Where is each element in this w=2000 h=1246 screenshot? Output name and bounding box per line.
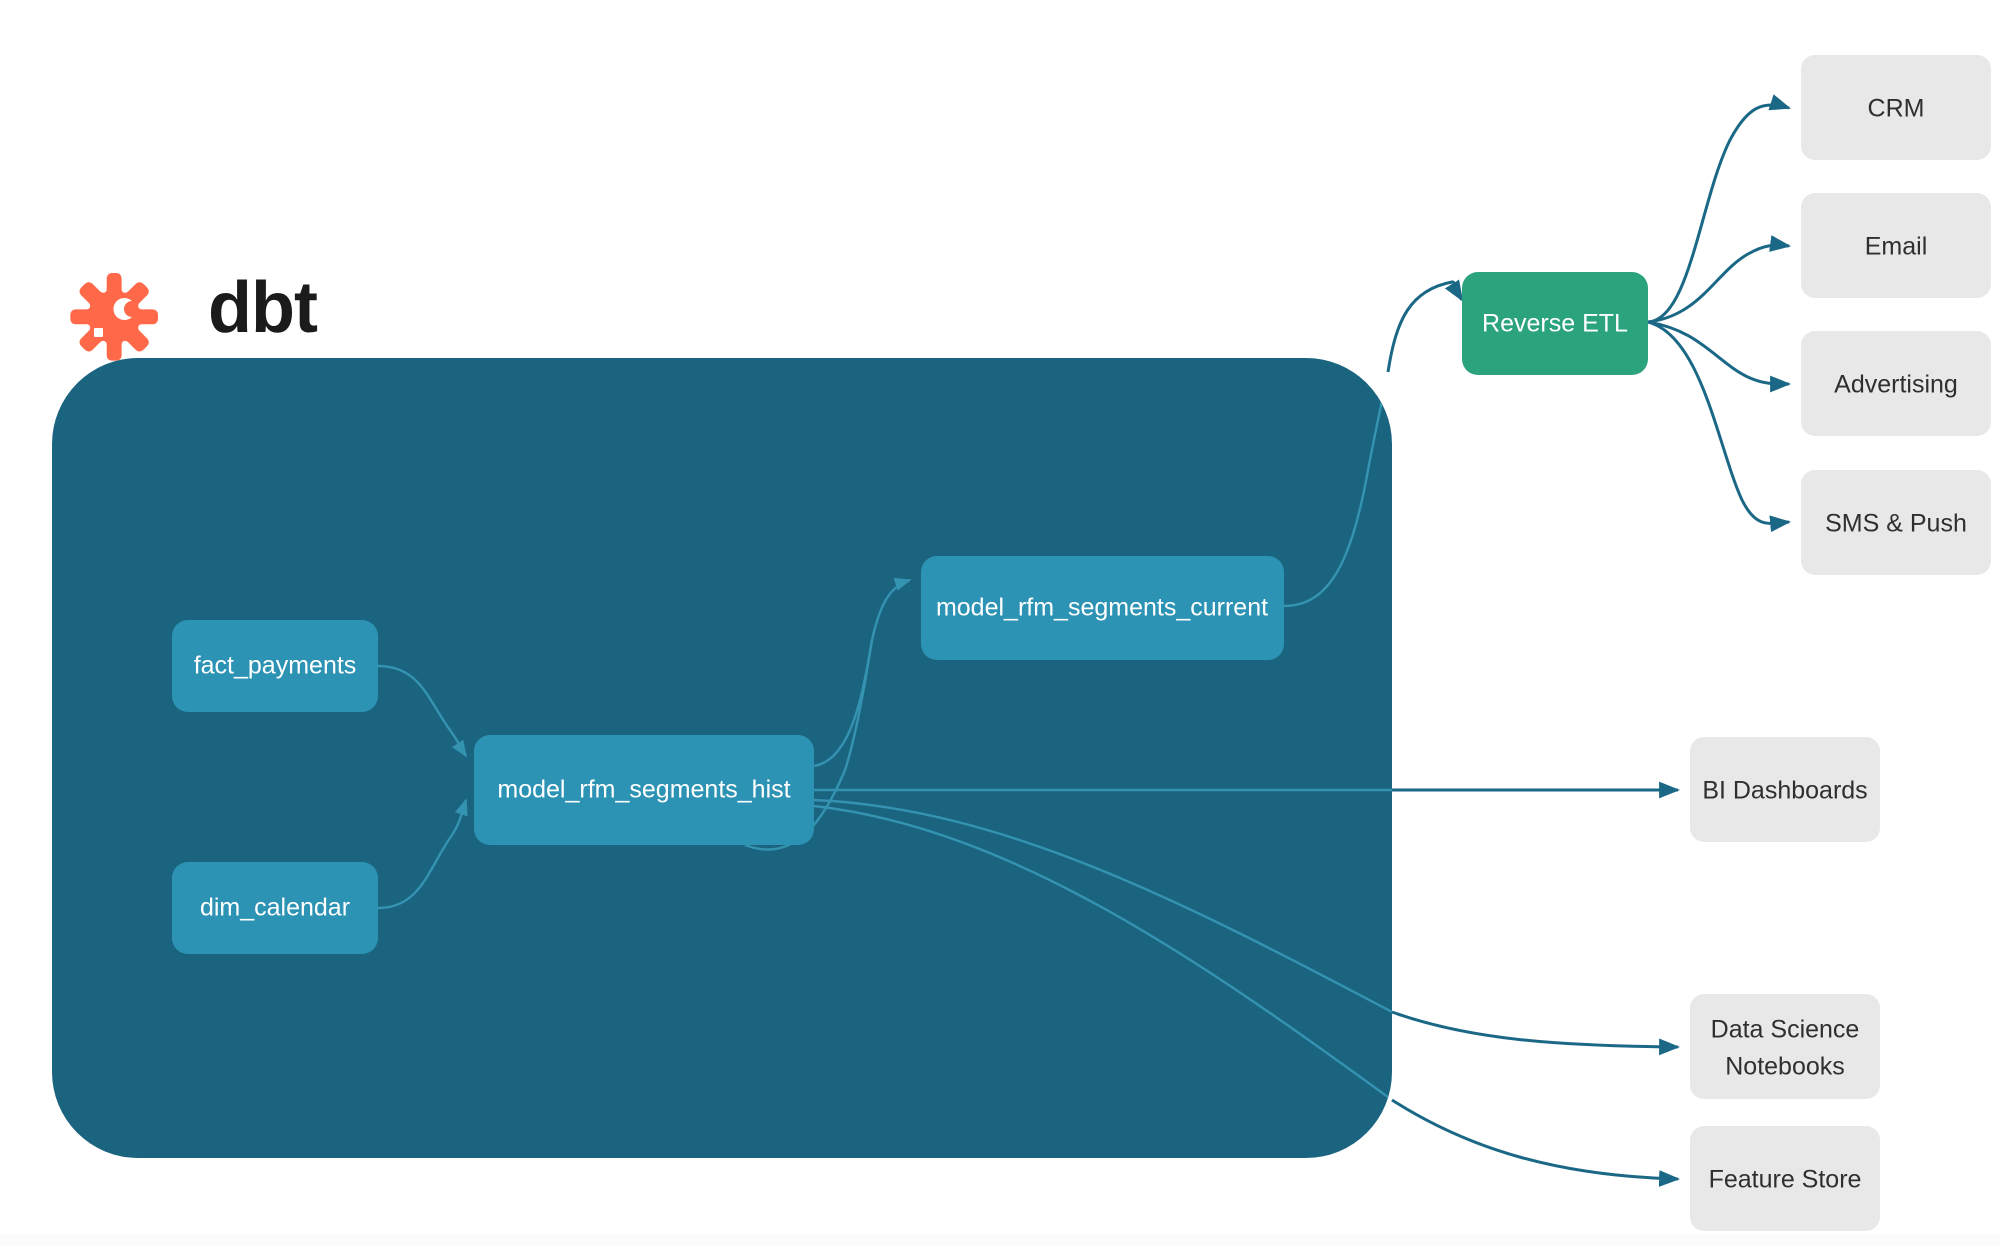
model-node-label: model_rfm_segments_hist bbox=[497, 776, 790, 804]
destination-node-label: SMS & Push bbox=[1825, 510, 1967, 538]
edge-hist-to-notebooks-inner bbox=[813, 798, 1392, 1014]
dbt-wordmark: dbt bbox=[208, 268, 318, 348]
destination-node-crm[interactable]: CRM bbox=[1801, 55, 1991, 160]
edge-fact-payments-to-hist bbox=[377, 664, 468, 758]
destination-node-ds-notebooks[interactable]: Data Science Notebooks bbox=[1690, 994, 1880, 1099]
bottom-edge-band bbox=[0, 1234, 2000, 1246]
activation-node-reverse-etl[interactable]: Reverse ETL bbox=[1462, 272, 1648, 375]
edge-reverse-etl-to-sms-push bbox=[1647, 320, 1792, 533]
destination-node-label: Email bbox=[1865, 233, 1928, 261]
dbt-pinwheel-icon bbox=[70, 272, 159, 361]
edge-dim-calendar-to-hist bbox=[377, 798, 468, 910]
edge-reverse-etl-to-advertising bbox=[1647, 320, 1792, 393]
destination-node-bi-dashboards[interactable]: BI Dashboards bbox=[1690, 737, 1880, 842]
edge-hist-to-ds-notebooks bbox=[1391, 1010, 1681, 1056]
model-node-label: dim_calendar bbox=[200, 894, 350, 922]
model-node-model-rfm-segments-current[interactable]: model_rfm_segments_current bbox=[921, 556, 1284, 660]
edge-reverse-etl-to-crm bbox=[1647, 94, 1792, 324]
dbt-brand-lockup: dbt bbox=[70, 268, 319, 361]
edge-current-to-reverse-etl bbox=[1386, 279, 1464, 373]
edge-hist-to-feature-inner bbox=[813, 804, 1392, 1101]
edge-hist-to-feature-store bbox=[1391, 1098, 1681, 1187]
destination-node-label: Advertising bbox=[1834, 371, 1958, 399]
destination-node-label: CRM bbox=[1868, 95, 1925, 123]
activation-node-label: Reverse ETL bbox=[1482, 310, 1628, 338]
destination-node-label: Feature Store bbox=[1709, 1166, 1862, 1194]
model-node-dim-calendar[interactable]: dim_calendar bbox=[172, 862, 378, 954]
destination-node-advertising[interactable]: Advertising bbox=[1801, 331, 1991, 436]
model-node-model-rfm-segments-hist[interactable]: model_rfm_segments_hist bbox=[474, 735, 814, 845]
destination-node-label-line1: Data Science bbox=[1711, 1016, 1860, 1044]
destination-node-label: BI Dashboards bbox=[1702, 777, 1867, 805]
destination-node-email[interactable]: Email bbox=[1801, 193, 1991, 298]
destination-node-label-line2: Notebooks bbox=[1725, 1053, 1845, 1081]
model-node-label: fact_payments bbox=[194, 652, 357, 680]
model-node-label: model_rfm_segments_current bbox=[936, 594, 1268, 622]
edge-reverse-etl-to-email bbox=[1647, 235, 1792, 324]
model-node-fact-payments[interactable]: fact_payments bbox=[172, 620, 378, 712]
destination-node-feature-store[interactable]: Feature Store bbox=[1690, 1126, 1880, 1231]
edge-hist-to-current-tail bbox=[744, 639, 874, 851]
destination-node-sms-push[interactable]: SMS & Push bbox=[1801, 470, 1991, 575]
